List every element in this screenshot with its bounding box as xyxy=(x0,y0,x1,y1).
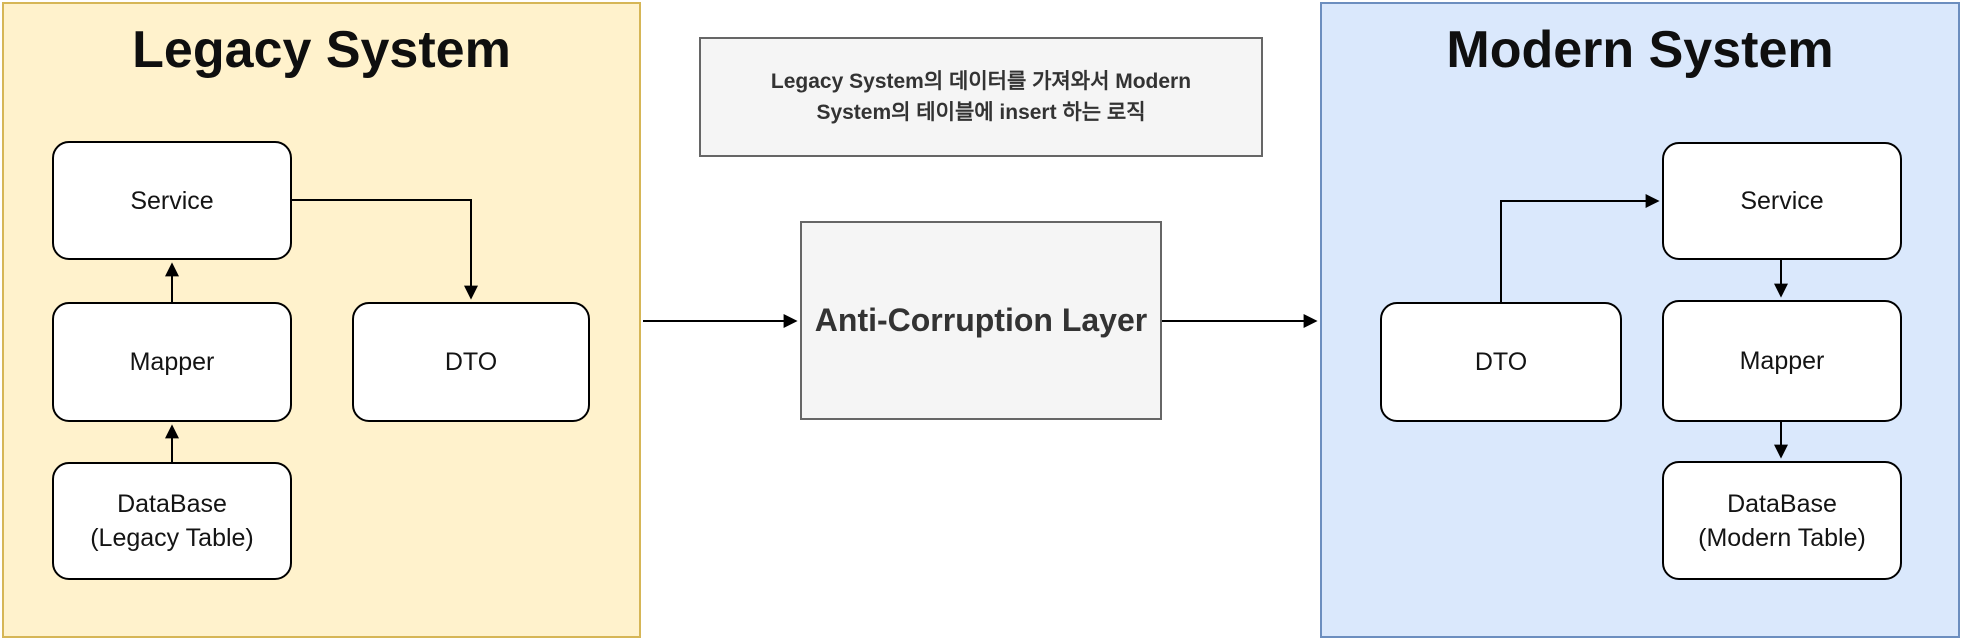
node-modern-service: Service xyxy=(1662,142,1902,260)
node-modern-dto-label: DTO xyxy=(1474,348,1528,376)
node-legacy-mapper: Mapper xyxy=(52,302,292,422)
legacy-system-title: Legacy System xyxy=(132,21,511,79)
node-legacy-database-line-1: DataBase xyxy=(117,490,227,518)
node-legacy-dto-label: DTO xyxy=(444,348,498,376)
node-modern-database-line-2: (Modern Table) xyxy=(1698,523,1866,552)
node-legacy-database: DataBase (Legacy Table) xyxy=(52,462,292,580)
node-modern-mapper: Mapper xyxy=(1662,300,1902,422)
node-legacy-service-label: Service xyxy=(130,186,214,215)
node-modern-service-label: Service xyxy=(1740,187,1824,215)
node-legacy-database-line-2: (Legacy Table) xyxy=(90,524,254,552)
node-modern-mapper-label: Mapper xyxy=(1739,347,1825,375)
node-legacy-service: Service xyxy=(52,141,292,260)
anti-corruption-layer-box: Anti-Corruption Layer xyxy=(800,221,1162,420)
anti-corruption-layer-label: Anti-Corruption Layer xyxy=(814,302,1148,338)
node-modern-dto: DTO xyxy=(1380,302,1622,422)
node-legacy-mapper-label: Mapper xyxy=(129,348,215,376)
note-box: Legacy System의 데이터를 가져와서 Modern System의 … xyxy=(699,37,1263,157)
node-modern-database: DataBase (Modern Table) xyxy=(1662,461,1902,580)
node-legacy-database-label: DataBase (Legacy Table) xyxy=(90,487,254,555)
node-modern-database-line-1: DataBase xyxy=(1727,489,1837,518)
node-modern-database-label: DataBase (Modern Table) xyxy=(1698,487,1866,555)
node-legacy-dto: DTO xyxy=(352,302,590,422)
note-line-2: System의 테이블에 insert 하는 로직 xyxy=(816,101,1146,124)
note-line-1: Legacy System의 데이터를 가져와서 Modern xyxy=(770,70,1192,93)
modern-system-title: Modern System xyxy=(1446,21,1834,79)
